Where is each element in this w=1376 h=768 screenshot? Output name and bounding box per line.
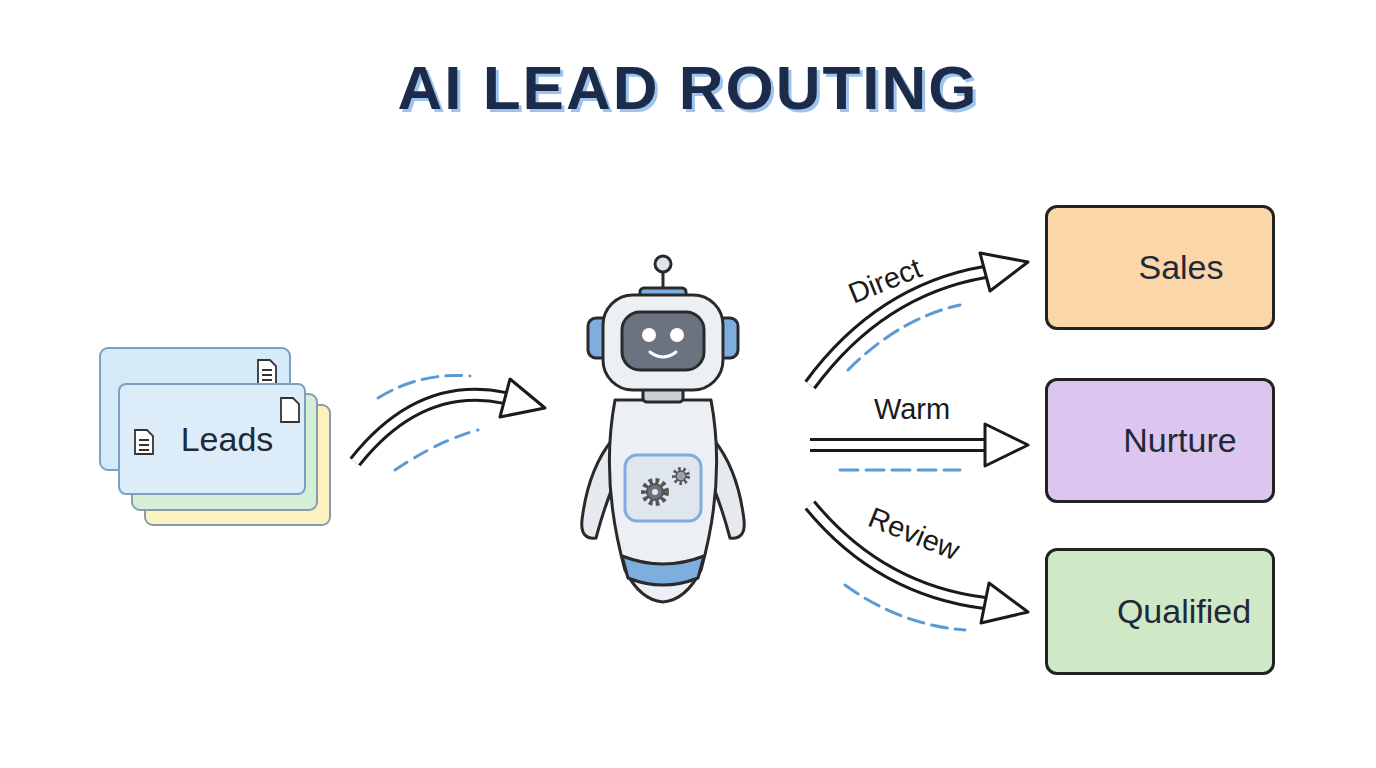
lead-card: Leads [118,383,306,495]
node-label: Leads [181,420,274,459]
document-icon [281,398,299,422]
flow-arrow [355,375,545,470]
flow-arrow [810,424,1028,470]
diagram-title: AI LEAD ROUTING [0,52,1376,123]
sales-box: Sales [1045,205,1275,330]
document-icon [258,360,276,384]
document-icon [139,440,149,450]
document-icon [135,430,153,454]
route-label: Warm [874,393,950,426]
node-label: Qualified [1117,592,1251,631]
node-label: Sales [1138,248,1223,287]
route-label: Review [864,501,965,567]
qualified-box: Qualified [1045,548,1275,675]
node-label: Nurture [1123,421,1236,460]
nurture-box: Nurture [1045,378,1275,503]
robot [582,256,744,602]
